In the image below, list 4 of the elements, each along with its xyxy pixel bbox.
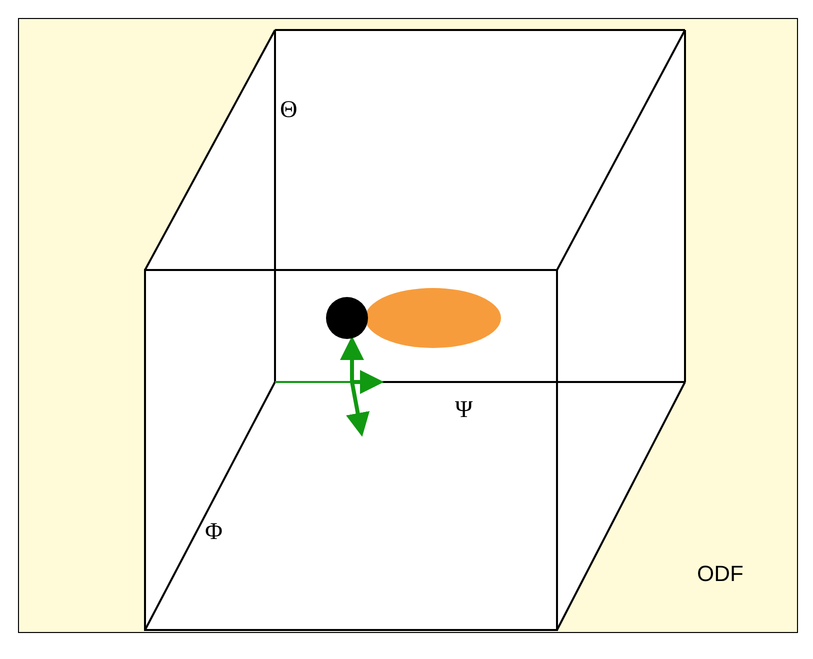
- axis-label: Φ: [205, 520, 223, 544]
- diagram-label: ODF: [697, 563, 744, 585]
- axis-label: Ψ: [455, 398, 473, 422]
- axis-label: Θ: [280, 98, 298, 122]
